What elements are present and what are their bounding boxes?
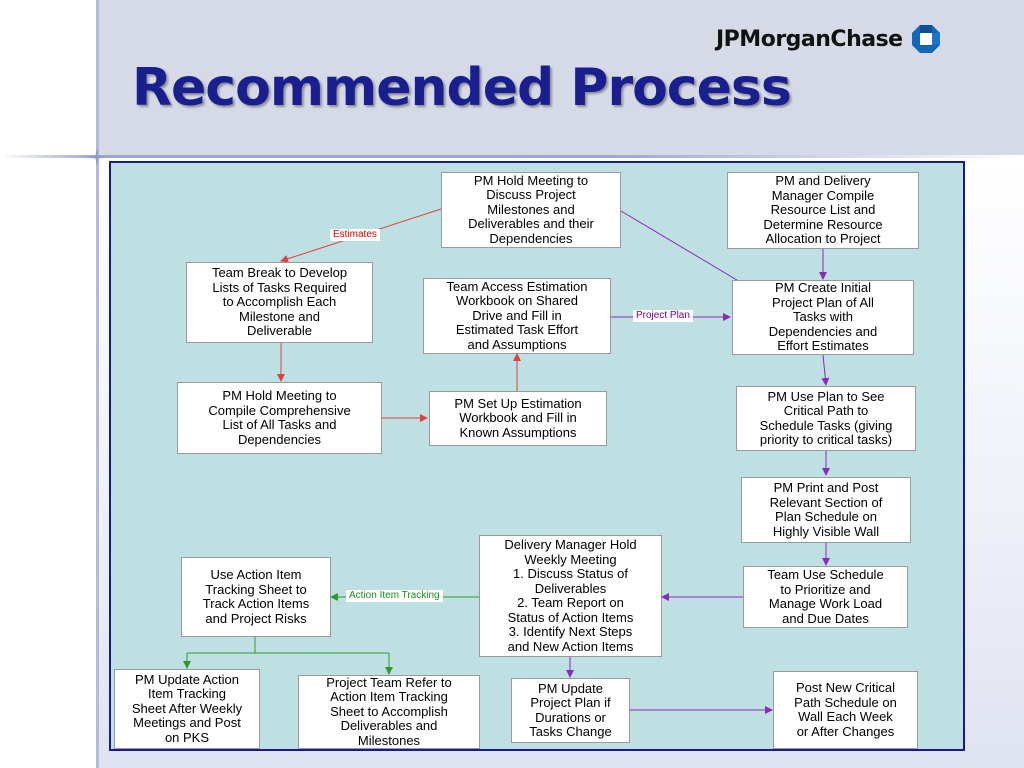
octagon-logo-icon xyxy=(911,25,940,53)
left-margin xyxy=(0,0,98,768)
node-use-action-item-sheet: Use Action Item Tracking Sheet to Track … xyxy=(181,557,331,637)
arrow-meeting-to-initial-plan xyxy=(620,210,753,290)
node-pm-use-plan-critical-path: PM Use Plan to See Critical Path to Sche… xyxy=(736,386,916,451)
node-project-team-refer: Project Team Refer to Action Item Tracki… xyxy=(298,675,480,749)
edge-label-action-item-tracking: Action Item Tracking xyxy=(346,590,443,602)
node-team-break-develop-tasks: Team Break to Develop Lists of Tasks Req… xyxy=(186,262,373,343)
node-pm-update-project-plan: PM Update Project Plan if Durations or T… xyxy=(511,678,630,743)
edge-label-project-plan: Project Plan xyxy=(633,310,693,322)
node-post-new-critical-path: Post New Critical Path Schedule on Wall … xyxy=(773,671,918,749)
header-band xyxy=(98,0,1024,156)
sparkle-icon xyxy=(87,148,107,166)
node-team-access-estimation: Team Access Estimation Workbook on Share… xyxy=(423,278,611,354)
node-delivery-manager-weekly: Delivery Manager Hold Weekly Meeting 1. … xyxy=(479,535,662,657)
node-pm-print-post-schedule: PM Print and Post Relevant Section of Pl… xyxy=(741,477,911,543)
edge-label-estimates: Estimates xyxy=(330,229,380,241)
node-pm-update-action-sheet: PM Update Action Item Tracking Sheet Aft… xyxy=(114,669,260,749)
arrow-initial-plan-to-critical-path xyxy=(821,354,830,386)
node-pm-hold-meeting-milestones: PM Hold Meeting to Discuss Project Miles… xyxy=(441,172,621,248)
vertical-rule xyxy=(96,0,99,768)
connector-layer xyxy=(183,208,830,714)
horizontal-rule xyxy=(0,155,1024,158)
node-pm-delivery-compile-resource: PM and Delivery Manager Compile Resource… xyxy=(727,172,919,249)
slide-title: Recommended Process xyxy=(132,58,792,118)
node-pm-hold-meeting-compile: PM Hold Meeting to Compile Comprehensive… xyxy=(177,382,382,454)
node-team-use-schedule: Team Use Schedule to Prioritize and Mana… xyxy=(743,566,908,628)
node-pm-setup-estimation: PM Set Up Estimation Workbook and Fill i… xyxy=(429,391,607,446)
process-diagram: PM Hold Meeting to Discuss Project Miles… xyxy=(109,161,965,751)
logo-text: JPMorganChase xyxy=(716,26,903,52)
company-logo: JPMorganChase xyxy=(716,24,941,54)
arrow-action-sheet-branch xyxy=(187,637,256,654)
node-pm-create-initial-plan: PM Create Initial Project Plan of All Ta… xyxy=(732,280,914,355)
